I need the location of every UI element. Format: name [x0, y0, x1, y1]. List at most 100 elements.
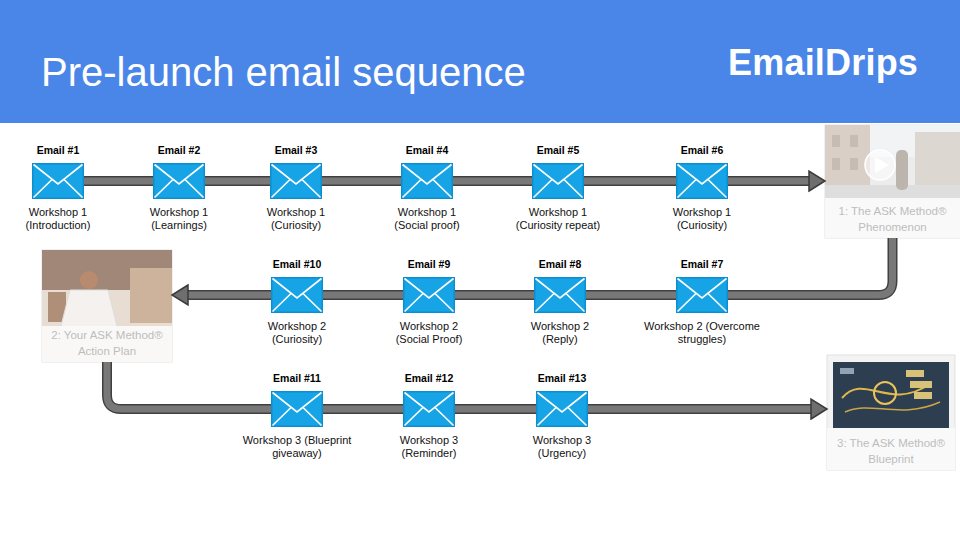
topic-group: Workshop 2 (Curiosity): [257, 320, 337, 346]
envelope-symbol: [153, 163, 205, 199]
video-thumbnail-art: [827, 355, 955, 470]
connector-bar: [455, 292, 534, 299]
email-number: Email #11: [231, 372, 363, 385]
envelope-fold: [678, 294, 697, 312]
connector-outline: [186, 290, 271, 300]
connector-outline: [588, 404, 813, 414]
email-icon: Email #7Workshop 2 (Overcome struggles): [676, 277, 728, 313]
person-head: [80, 271, 98, 289]
envelope-flap: [538, 393, 587, 413]
email-topic: Workshop 3 (Urgency): [522, 434, 602, 460]
flow-connector: [453, 181, 532, 182]
thumbnail-frame: [827, 355, 955, 470]
envelope-symbol: [532, 163, 584, 199]
connector-bar: [323, 292, 403, 299]
email-number: Email #5: [492, 144, 624, 157]
connector-outline: [728, 238, 893, 295]
envelope-fold: [403, 180, 422, 198]
envelope-fold: [566, 294, 585, 312]
connector-bar: [107, 362, 271, 409]
connector-bar: [323, 406, 403, 413]
email-number: Email #7: [636, 258, 768, 271]
email-topic: Workshop 2 (Social Proof): [389, 320, 469, 346]
envelope-fold: [185, 180, 204, 198]
connector-bar: [455, 406, 536, 413]
connector-outline: [728, 176, 811, 186]
connector-outline: [322, 176, 401, 186]
connector-bar: [588, 406, 813, 413]
play-triangle: [875, 157, 889, 173]
envelope-fold: [536, 294, 555, 312]
email-number: Email #4: [361, 144, 493, 157]
envelope-symbol: [32, 163, 84, 199]
envelope-body: [272, 278, 323, 313]
email-topic: Workshop 1 (Social proof): [387, 206, 467, 232]
envelope-flap: [405, 279, 454, 299]
envelope-body: [402, 164, 453, 199]
brand-logo: EmailDrips: [728, 43, 918, 83]
topic-group: Workshop 3 (Reminder): [389, 434, 469, 460]
topic-group: Workshop 1 (Social proof): [387, 206, 467, 232]
envelope-flap: [273, 393, 322, 413]
blueprint-curve: [845, 402, 940, 412]
envelope-fold: [272, 180, 291, 198]
thumbnail-frame: [825, 125, 960, 238]
blueprint-circle: [874, 382, 896, 404]
envelope-body: [154, 164, 205, 199]
connector-outline: [584, 176, 676, 186]
flow-connector: [588, 399, 827, 419]
caption-group: 1: The ASK Method® Phenomenon: [825, 203, 960, 235]
topic-group: Workshop 3 (Urgency): [522, 434, 602, 460]
email-icon: Email #8Workshop 2 (Reply): [534, 277, 586, 313]
email-icon: Email #11Workshop 3 (Blueprint giveaway): [271, 391, 323, 427]
email-number: Email #13: [496, 372, 628, 385]
envelope-flap: [34, 165, 83, 185]
caption-group: 2: Your ASK Method® Action Plan: [42, 327, 172, 359]
window-shape: [832, 135, 840, 147]
thumbnail-frame: [42, 250, 172, 362]
envelope-body: [404, 392, 455, 427]
envelope-symbol: [271, 391, 323, 427]
wall-shape: [130, 268, 172, 323]
connector-bar: [322, 178, 401, 185]
flow-connector: [584, 181, 676, 182]
arrow-head: [809, 171, 825, 191]
email-topic: Workshop 3 (Reminder): [389, 434, 469, 460]
arrow-head: [172, 285, 188, 305]
envelope-flap: [155, 165, 204, 185]
envelope-fold: [64, 180, 83, 198]
envelope-symbol: [536, 391, 588, 427]
workshop-thumbnail: 3: The ASK Method® Blueprint: [827, 355, 955, 470]
connector-outline: [323, 290, 403, 300]
email-number: Email #1: [0, 144, 124, 157]
caption-group: 3: The ASK Method® Blueprint: [827, 435, 955, 467]
window-shape: [850, 135, 858, 147]
flow-connector: [455, 295, 534, 296]
envelope-body: [677, 278, 728, 313]
envelope-fold: [564, 180, 583, 198]
topic-group: Workshop 1 (Curiosity): [256, 206, 336, 232]
envelope-body: [677, 164, 728, 199]
flow-connector: [322, 181, 401, 182]
email-icon: Email #9Workshop 2 (Social Proof): [403, 277, 455, 313]
topic-group: Workshop 1 (Curiosity repeat): [510, 206, 606, 232]
topic-group: Workshop 2 (Social Proof): [389, 320, 469, 346]
envelope-fold: [534, 180, 553, 198]
envelope-fold: [405, 408, 424, 426]
envelope-fold: [303, 294, 322, 312]
street-shape: [825, 185, 960, 200]
email-number: Email #6: [636, 144, 768, 157]
email-icon: Email #5Workshop 1 (Curiosity repeat): [532, 163, 584, 199]
envelope-body: [271, 164, 322, 199]
envelope-fold: [303, 408, 322, 426]
email-topic: Workshop 1 (Curiosity repeat): [510, 206, 606, 232]
flow-connector: [205, 181, 270, 182]
person-shape: [60, 290, 118, 330]
connector-outline: [453, 176, 532, 186]
envelope-flap: [403, 165, 452, 185]
connector-bar: [453, 178, 532, 185]
window-shape: [850, 158, 858, 170]
video-thumbnail-art: [42, 250, 172, 362]
workshop-caption: 1: The ASK Method® Phenomenon: [825, 203, 960, 235]
email-number: Email #12: [363, 372, 495, 385]
